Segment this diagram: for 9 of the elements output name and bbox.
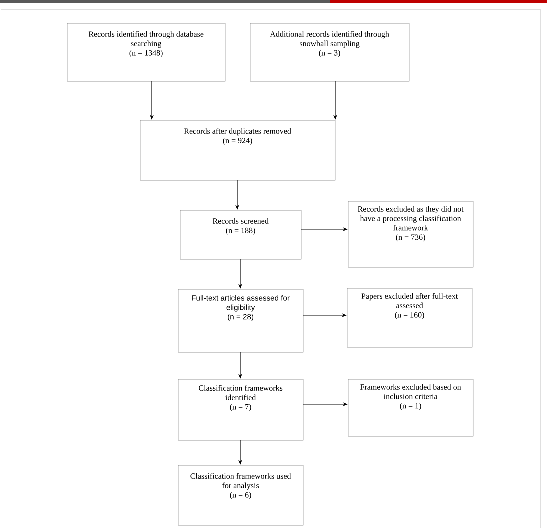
process-box: Classification frameworks identified (n = 7) <box>178 379 304 441</box>
process-box: Papers excluded after full-text assessed (n = 160) <box>347 288 473 348</box>
process-box: Records identified through database searching (n = 1348) <box>67 23 226 82</box>
process-box: Records screened (n = 188) <box>180 210 302 260</box>
process-box: Additional records identified through snowball sampling (n = 3) <box>250 23 410 82</box>
process-box: Records after duplicates removed (n = 924) <box>140 120 336 181</box>
process-box: Classification frameworks used for analysis (n = 6) <box>178 465 304 526</box>
process-box: Frameworks excluded based on inclusion criteria (n = 1) <box>348 379 474 437</box>
process-box: Records excluded as they did not have a processing classification framework (n = 736) <box>348 201 474 268</box>
